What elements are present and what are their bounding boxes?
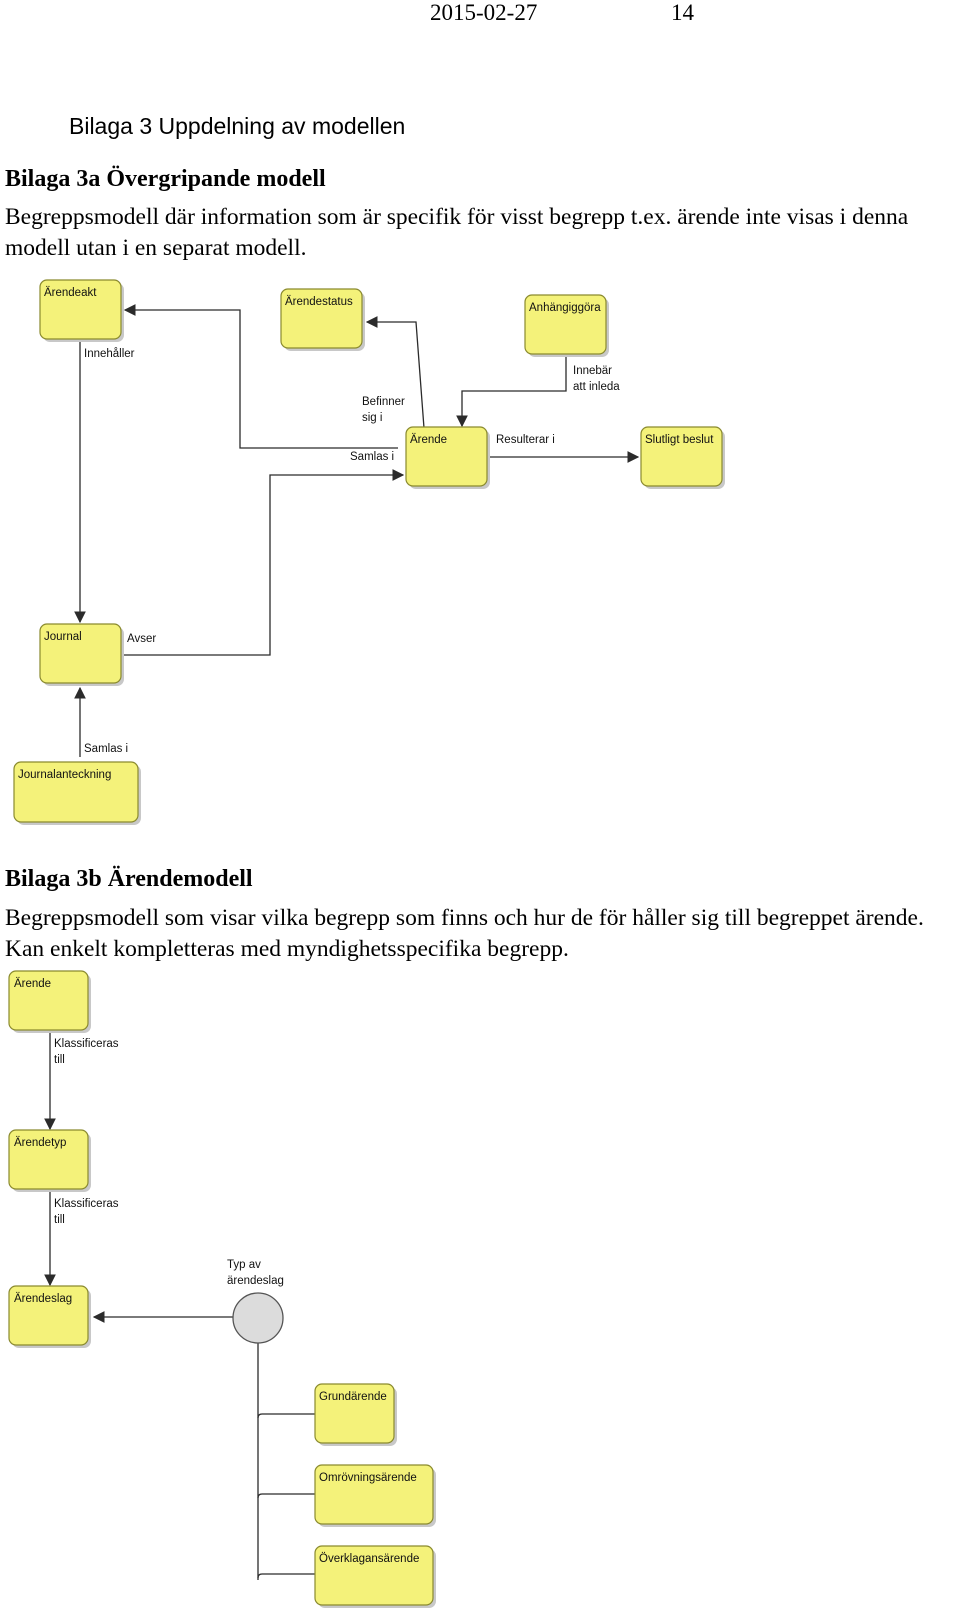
label-resulterar-i: Resulterar i bbox=[496, 434, 555, 446]
node-grundarende: Grundärende bbox=[314, 1383, 397, 1446]
svg-text:Anhängiggöra: Anhängiggöra bbox=[529, 302, 601, 314]
overall-model-diagram: Ärendeakt Ärendestatus Anhängiggöra Ären… bbox=[13, 279, 725, 825]
svg-text:Överklagansärende: Överklagansärende bbox=[319, 1553, 419, 1565]
node-arendeakt: Ärendeakt bbox=[39, 279, 124, 342]
svg-text:Journal: Journal bbox=[44, 631, 82, 643]
label-arendeslag: ärendeslag bbox=[227, 1275, 284, 1287]
page-number: 14 bbox=[671, 0, 694, 25]
edge-omrovningsarende bbox=[257, 1493, 317, 1499]
section-a-text: Begreppsmodell där information som är sp… bbox=[5, 204, 909, 261]
edge-overklagansarende bbox=[257, 1573, 317, 1579]
node-overklagansarende: Överklagansärende bbox=[314, 1545, 436, 1608]
label-innehaller: Innehåller bbox=[84, 348, 135, 360]
svg-text:Ärendetyp: Ärendetyp bbox=[14, 1137, 66, 1149]
node-omrovningsarende: Omrövningsärende bbox=[314, 1464, 436, 1527]
label-samlas-i-akt: Samlas i bbox=[350, 451, 394, 463]
label-till-2: till bbox=[54, 1214, 65, 1226]
label-klassificeras-2: Klassificeras bbox=[54, 1198, 119, 1210]
node-arendestatus: Ärendestatus bbox=[280, 288, 365, 351]
label-typ-av: Typ av bbox=[227, 1259, 261, 1271]
svg-text:Omrövningsärende: Omrövningsärende bbox=[319, 1472, 417, 1484]
svg-text:Journalanteckning: Journalanteckning bbox=[18, 769, 111, 781]
svg-text:Ärendeslag: Ärendeslag bbox=[14, 1293, 72, 1305]
svg-text:Ärendeakt: Ärendeakt bbox=[44, 287, 97, 299]
edge-journal-arende bbox=[123, 469, 405, 656]
node-journalanteckning: Journalanteckning bbox=[13, 761, 141, 825]
header-date: 2015-02-27 bbox=[430, 0, 538, 25]
label-samlas-i-journal: Samlas i bbox=[84, 743, 128, 755]
label-klassificeras-1: Klassificeras bbox=[54, 1038, 119, 1050]
label-innebar: Innebär bbox=[573, 365, 612, 377]
bilaga-title: Bilaga 3 Uppdelning av modellen bbox=[69, 113, 406, 139]
label-avser: Avser bbox=[127, 633, 156, 645]
section-a-heading: Bilaga 3a Övergripande modell bbox=[5, 166, 326, 192]
svg-text:Slutligt beslut: Slutligt beslut bbox=[645, 434, 714, 446]
node-b-arendetyp: Ärendetyp bbox=[8, 1129, 91, 1192]
svg-text:Ärende: Ärende bbox=[14, 978, 51, 990]
edge-grundarende bbox=[257, 1413, 317, 1419]
node-journal: Journal bbox=[39, 623, 124, 686]
edge-anhangiggora-arende bbox=[456, 356, 567, 428]
node-arende: Ärende bbox=[405, 426, 490, 489]
edge-arende-arendeakt bbox=[123, 304, 398, 449]
label-befinner: Befinner bbox=[362, 396, 405, 408]
node-b-arende: Ärende bbox=[8, 970, 91, 1033]
generalization-circle bbox=[232, 1292, 284, 1344]
label-sig-i: sig i bbox=[362, 412, 382, 424]
label-till-1: till bbox=[54, 1054, 65, 1066]
svg-text:Ärendestatus: Ärendestatus bbox=[285, 296, 353, 308]
edge-arende-arendestatus bbox=[365, 316, 425, 429]
node-anhangiggora: Anhängiggöra bbox=[524, 294, 609, 357]
arende-model-diagram: Ärende Ärendetyp Ärendeslag Grundärende … bbox=[8, 970, 436, 1608]
node-b-arendeslag: Ärendeslag bbox=[8, 1285, 91, 1348]
section-b-heading: Bilaga 3b Ärendemodell bbox=[5, 866, 253, 892]
section-b-text: Begreppsmodell som visar vilka begrepp s… bbox=[5, 905, 924, 962]
node-slutligt-beslut: Slutligt beslut bbox=[640, 426, 725, 489]
label-att-inleda: att inleda bbox=[573, 381, 620, 393]
svg-text:Grundärende: Grundärende bbox=[319, 1391, 387, 1403]
svg-text:Ärende: Ärende bbox=[410, 434, 447, 446]
